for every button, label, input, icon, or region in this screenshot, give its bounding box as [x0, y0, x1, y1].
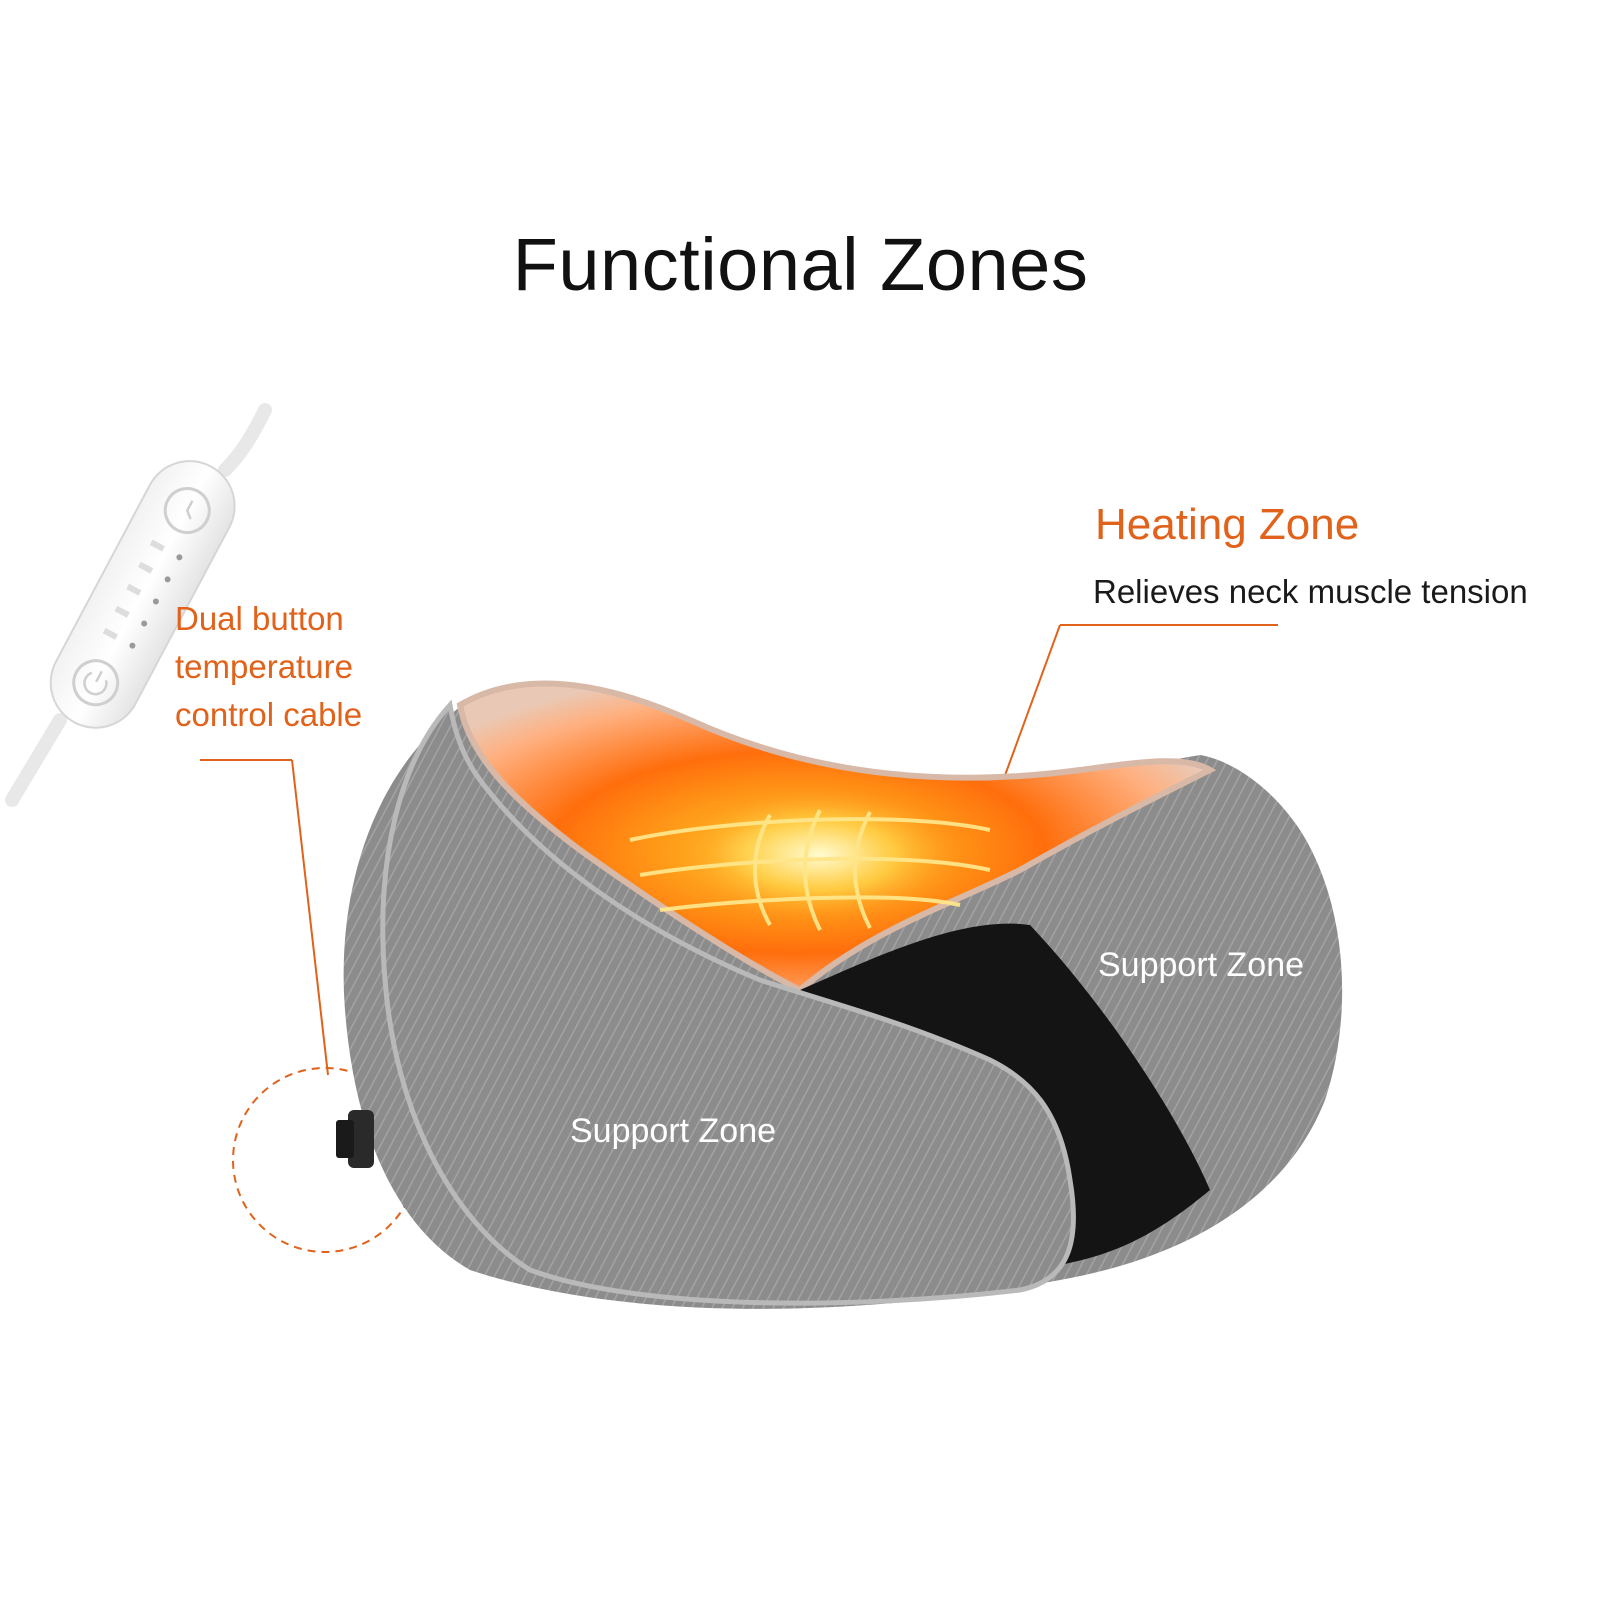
heating-zone-subtitle: Relieves neck muscle tension [1093, 573, 1528, 610]
remote-control[interactable] [35, 445, 251, 743]
power-icon [72, 659, 120, 707]
control-cable [5, 403, 272, 807]
clock-icon [163, 487, 211, 535]
cable-label-line: temperature [175, 648, 353, 685]
page-title: Functional Zones [512, 223, 1089, 306]
cable-callout-label: Dual button temperature control cable [175, 595, 362, 739]
support-zone-left-label: Support Zone [570, 1112, 777, 1150]
cable-label-line: Dual button [175, 600, 344, 637]
heating-zone-title: Heating Zone [1095, 500, 1360, 549]
neck-pillow [336, 680, 1343, 1309]
cable-label-line: control cable [175, 696, 363, 733]
usb-connector [348, 1110, 374, 1168]
support-zone-right-label: Support Zone [1098, 946, 1305, 984]
heat-grid-icon [629, 785, 991, 931]
